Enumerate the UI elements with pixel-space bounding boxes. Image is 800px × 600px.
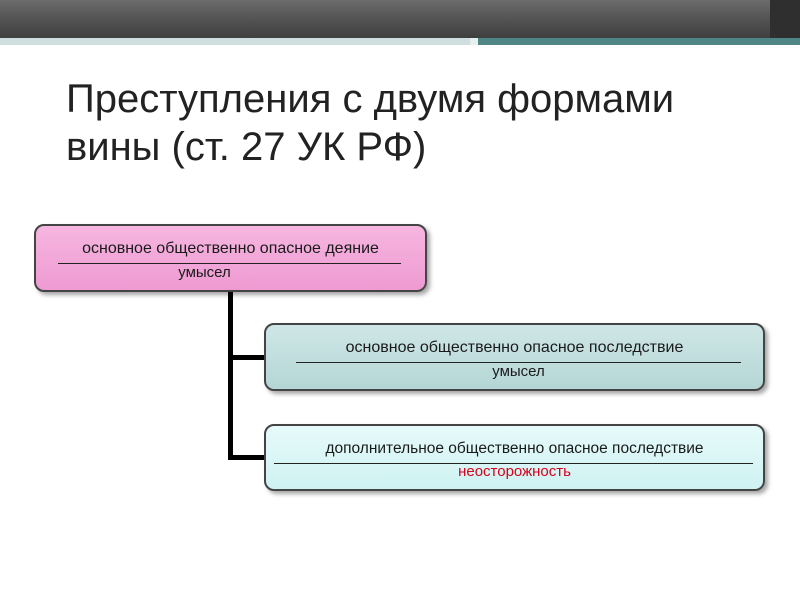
main-consequence-box: основное общественно опасное последствие…	[264, 323, 765, 391]
main-consequence-divider	[296, 362, 741, 363]
connector-vertical	[228, 292, 233, 460]
main-consequence-label: основное общественно опасное последствие	[345, 339, 684, 356]
slide-header-stripe-dark	[470, 38, 800, 45]
extra-consequence-box: дополнительное общественно опасное после…	[264, 424, 765, 491]
slide-header-stripe-highlight	[470, 38, 478, 45]
main-act-label: основное общественно опасное деяние	[82, 240, 379, 257]
main-act-guilt-form: умысел	[178, 264, 231, 281]
main-act-divider	[58, 263, 401, 264]
connector-to-main-consequence	[228, 355, 266, 360]
slide-header-stripe-light	[0, 38, 470, 45]
extra-consequence-label: дополнительное общественно опасное после…	[325, 440, 704, 457]
connector-to-extra-consequence	[228, 455, 266, 460]
main-consequence-guilt-form: умысел	[492, 363, 545, 380]
slide-header-bar	[0, 0, 800, 38]
slide-title: Преступления с двумя формами вины (ст. 2…	[66, 77, 675, 169]
main-act-box: основное общественно опасное деяние умыс…	[34, 224, 427, 292]
extra-consequence-divider	[274, 463, 753, 464]
extra-consequence-guilt-form: неосторожность	[458, 463, 571, 480]
slide-header-accent	[770, 0, 800, 38]
